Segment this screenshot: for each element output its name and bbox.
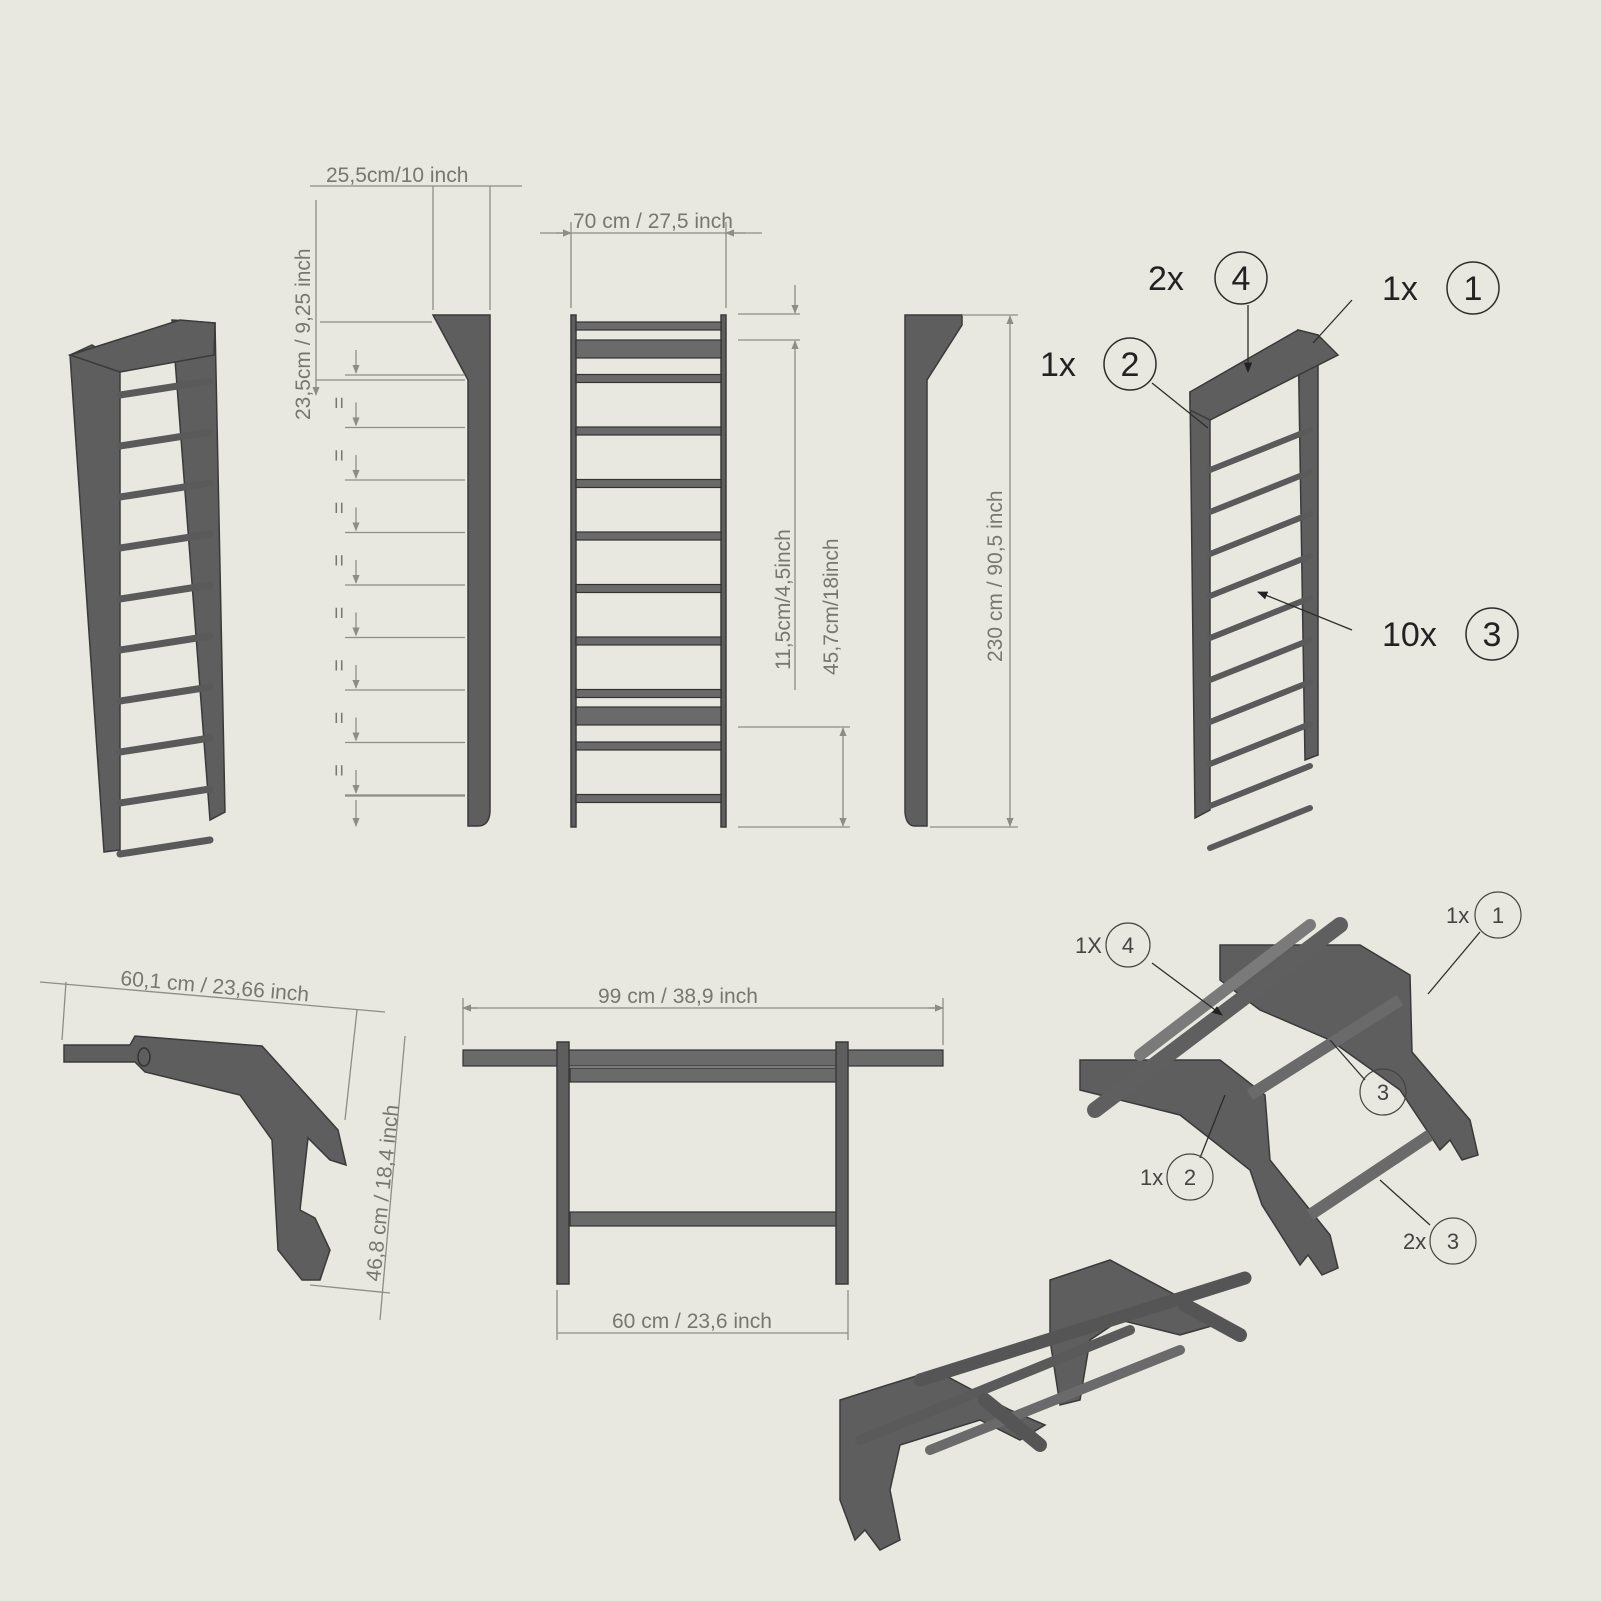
rung xyxy=(116,428,214,450)
bar-qty-1x-a: 1X xyxy=(1075,933,1102,958)
bottom-board xyxy=(575,706,722,726)
rung xyxy=(116,734,214,756)
rung xyxy=(1207,637,1313,683)
rung xyxy=(116,683,214,705)
bar-assembled-view xyxy=(839,1259,1252,1551)
rung xyxy=(116,632,214,654)
balloon-3: 3 xyxy=(1483,616,1502,654)
side-depth-dim: 25,5cm/10 inch xyxy=(326,164,468,187)
qty-1x-b: 1x xyxy=(1040,346,1076,384)
bracket-length-dim: 60,1 cm / 23,66 inch xyxy=(120,967,310,1006)
rung xyxy=(575,636,722,646)
rung xyxy=(116,479,214,501)
bar-balloon-1: 1 xyxy=(1492,903,1504,928)
bar-balloon-4: 4 xyxy=(1122,933,1134,958)
ladder-side-view: = = = = = = = = 25,5cm/10 inch 23,5cm / 9,25 in… xyxy=(292,164,522,827)
qty-1x-a: 1x xyxy=(1382,270,1418,308)
total-height-dim: 230 cm / 90,5 inch xyxy=(984,490,1007,662)
bar-exploded-view: 4 1X 1 1x 3 2 1x 3 2x xyxy=(1075,891,1522,1276)
rung xyxy=(116,581,214,603)
equal-mark: = xyxy=(328,764,351,776)
equal-mark: = xyxy=(328,554,351,566)
bar-balloon-3b: 3 xyxy=(1447,1229,1459,1254)
rung xyxy=(116,836,214,858)
rung xyxy=(1207,721,1313,767)
bar-qty-2x: 2x xyxy=(1403,1229,1426,1254)
rung xyxy=(1207,553,1313,599)
rung xyxy=(1207,763,1313,809)
rung xyxy=(575,741,722,751)
bracket-height-dim: 46,8 cm / 18,4 inch xyxy=(362,1104,403,1283)
rung-spacing-dim: 11,5cm/4,5inch xyxy=(772,529,795,670)
rung xyxy=(575,478,722,489)
rung xyxy=(116,785,214,807)
rung xyxy=(1207,805,1313,851)
rung xyxy=(116,377,214,399)
rung xyxy=(575,793,722,804)
qty-10x: 10x xyxy=(1382,616,1437,654)
rung xyxy=(1207,469,1313,515)
equal-mark: = xyxy=(328,502,351,514)
balloon-1: 1 xyxy=(1464,270,1483,308)
rung xyxy=(1207,595,1313,641)
bar-balloon-3a: 3 xyxy=(1377,1080,1389,1105)
bracket-side-view: 60,1 cm / 23,66 inch 46,8 cm / 18,4 inch xyxy=(39,967,406,1321)
rung xyxy=(575,688,722,699)
bar-front-view: 99 cm / 38,9 inch 60 cm / 23,6 inch xyxy=(462,985,944,1340)
equal-mark: = xyxy=(328,397,351,409)
rung xyxy=(1207,427,1313,473)
equal-mark: = xyxy=(328,712,351,724)
rung xyxy=(575,583,722,594)
bar-length-dim: 99 cm / 38,9 inch xyxy=(598,985,758,1008)
ladder-iso-callout-view: 4 2x 1 1x 2 1x 3 10x xyxy=(1040,251,1519,851)
equal-mark: = xyxy=(328,449,351,461)
ladder-side-view-right: 230 cm / 90,5 inch xyxy=(904,314,1018,828)
equal-mark: = xyxy=(328,659,351,671)
rung xyxy=(1207,679,1313,725)
bar-width-dim: 60 cm / 23,6 inch xyxy=(612,1310,772,1333)
ladder-front-view: 70 cm / 27,5 inch 11,5cm/4,5inch 45,7cm/… xyxy=(540,210,850,828)
balloon-4: 4 xyxy=(1232,260,1251,298)
side-top-height-dim: 23,5cm / 9,25 inch xyxy=(292,248,315,420)
rung xyxy=(575,531,722,541)
qty-2x: 2x xyxy=(1148,260,1184,298)
bar-qty-1x-b: 1x xyxy=(1446,903,1469,928)
rung xyxy=(575,426,722,436)
bar-balloon-2: 2 xyxy=(1184,1165,1196,1190)
rung xyxy=(116,530,214,552)
rung xyxy=(575,321,722,331)
rung xyxy=(1207,511,1313,557)
top-board xyxy=(575,339,722,359)
front-width-dim: 70 cm / 27,5 inch xyxy=(573,210,733,233)
ladder-iso-view xyxy=(67,319,226,858)
balloon-2: 2 xyxy=(1121,346,1140,384)
bottom-height-dim: 45,7cm/18inch xyxy=(820,538,843,675)
rung xyxy=(575,373,722,384)
equal-mark: = xyxy=(328,607,351,619)
bar-qty-1x-c: 1x xyxy=(1140,1165,1163,1190)
